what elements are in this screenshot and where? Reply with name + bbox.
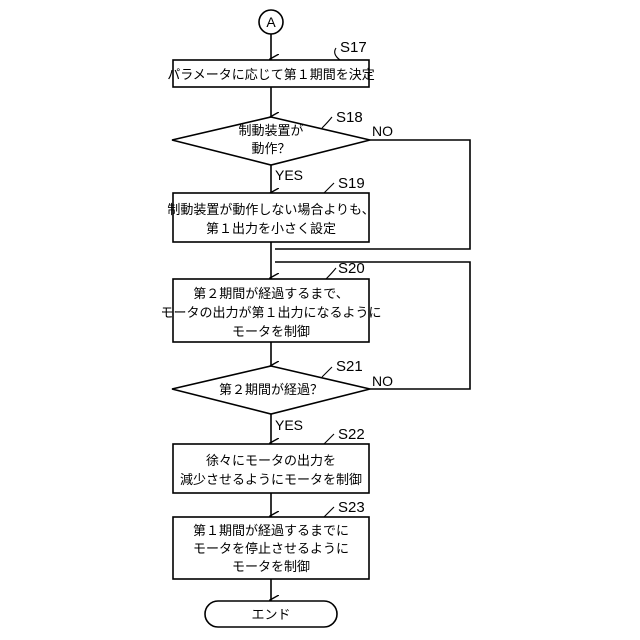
step-label-s17: S17 — [340, 39, 367, 56]
connector-label: A — [266, 14, 276, 30]
step-label-s18: S18 — [336, 109, 363, 126]
leader-s18 — [322, 117, 332, 128]
decision-s18-line2: 動作？ — [251, 142, 290, 157]
step-label-s20: S20 — [338, 260, 365, 277]
process-s20: 第２期間が経過するまで、 モータの出力が第１出力になるように モータを制御 — [160, 279, 381, 342]
step-label-s22: S22 — [338, 426, 365, 443]
process-s19-line2: 第１出力を小さく設定 — [206, 221, 336, 237]
step-label-s21: S21 — [336, 358, 363, 375]
branch-label-s18-no: NO — [372, 123, 393, 139]
process-s19-line1: 制動装置が動作しない場合よりも、 — [167, 203, 374, 218]
process-s20-line1: 第２期間が経過するまで、 — [193, 287, 348, 302]
branch-label-s18-yes: YES — [275, 167, 303, 183]
process-s23: 第１期間が経過するまでに モータを停止させるように モータを制御 — [173, 517, 369, 579]
leader-s21 — [322, 367, 332, 377]
process-s17: パラメータに応じて第１期間を決定 — [167, 60, 375, 87]
process-s23-line1: 第１期間が経過するまでに — [193, 524, 349, 539]
end-label: エンド — [251, 608, 290, 623]
process-s23-line3: モータを制御 — [232, 560, 310, 575]
leader-s20 — [326, 268, 336, 279]
branch-label-s21-yes: YES — [275, 417, 303, 433]
process-s22: 徐々にモータの出力を 減少させるようにモータを制御 — [173, 444, 369, 493]
end-terminator: エンド — [205, 601, 337, 627]
process-s17-text: パラメータに応じて第１期間を決定 — [167, 68, 375, 83]
process-s23-line2: モータを停止させるように — [193, 541, 349, 557]
process-s22-line2: 減少させるようにモータを制御 — [180, 472, 362, 488]
decision-s21-text: 第２期間が経過？ — [219, 383, 323, 398]
leader-s19 — [324, 183, 334, 193]
process-s20-line2: モータの出力が第１出力になるように — [160, 306, 381, 321]
process-s22-line1: 徐々にモータの出力を — [206, 454, 336, 469]
process-s20-line3: モータを制御 — [232, 325, 310, 340]
leader-s23 — [324, 507, 334, 517]
leader-s22 — [324, 434, 334, 444]
step-label-s23: S23 — [338, 499, 365, 516]
step-label-s19: S19 — [338, 175, 365, 192]
branch-label-s21-no: NO — [372, 373, 393, 389]
start-connector: A — [259, 10, 283, 34]
process-s19: 制動装置が動作しない場合よりも、 第１出力を小さく設定 — [167, 193, 374, 242]
decision-s18-line1: 制動装置が — [238, 124, 303, 139]
